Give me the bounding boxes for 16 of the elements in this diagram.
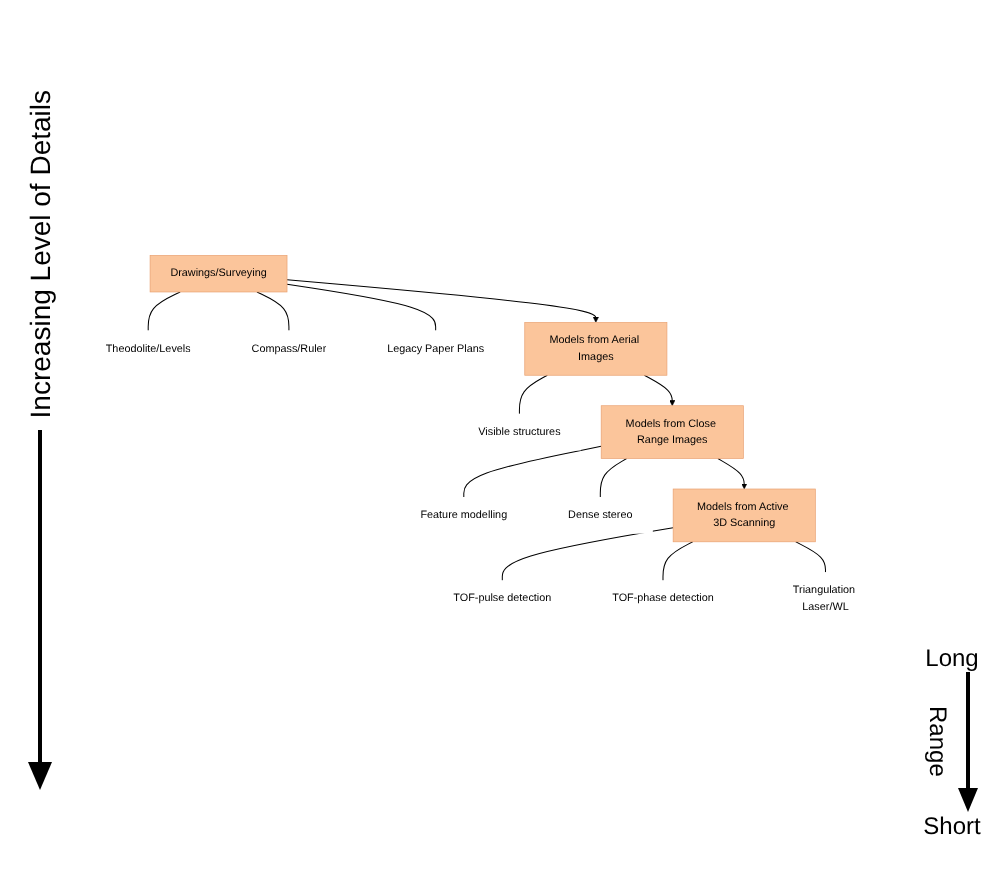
- connector: [463, 445, 602, 498]
- arrow: [643, 374, 676, 406]
- connector: [501, 526, 674, 581]
- arrow: [717, 457, 748, 489]
- connector: [147, 291, 181, 331]
- axis-label: Increasing Level of Details: [24, 89, 56, 419]
- connector: [286, 283, 437, 331]
- range-label: Short: [923, 812, 981, 840]
- range-label: Long: [925, 644, 979, 672]
- connector: [518, 374, 548, 415]
- connector: [599, 457, 628, 498]
- arrow: [286, 279, 599, 323]
- connector: [256, 291, 290, 331]
- range-label: Range: [924, 706, 952, 778]
- connector: [662, 541, 694, 581]
- connector: [795, 541, 826, 573]
